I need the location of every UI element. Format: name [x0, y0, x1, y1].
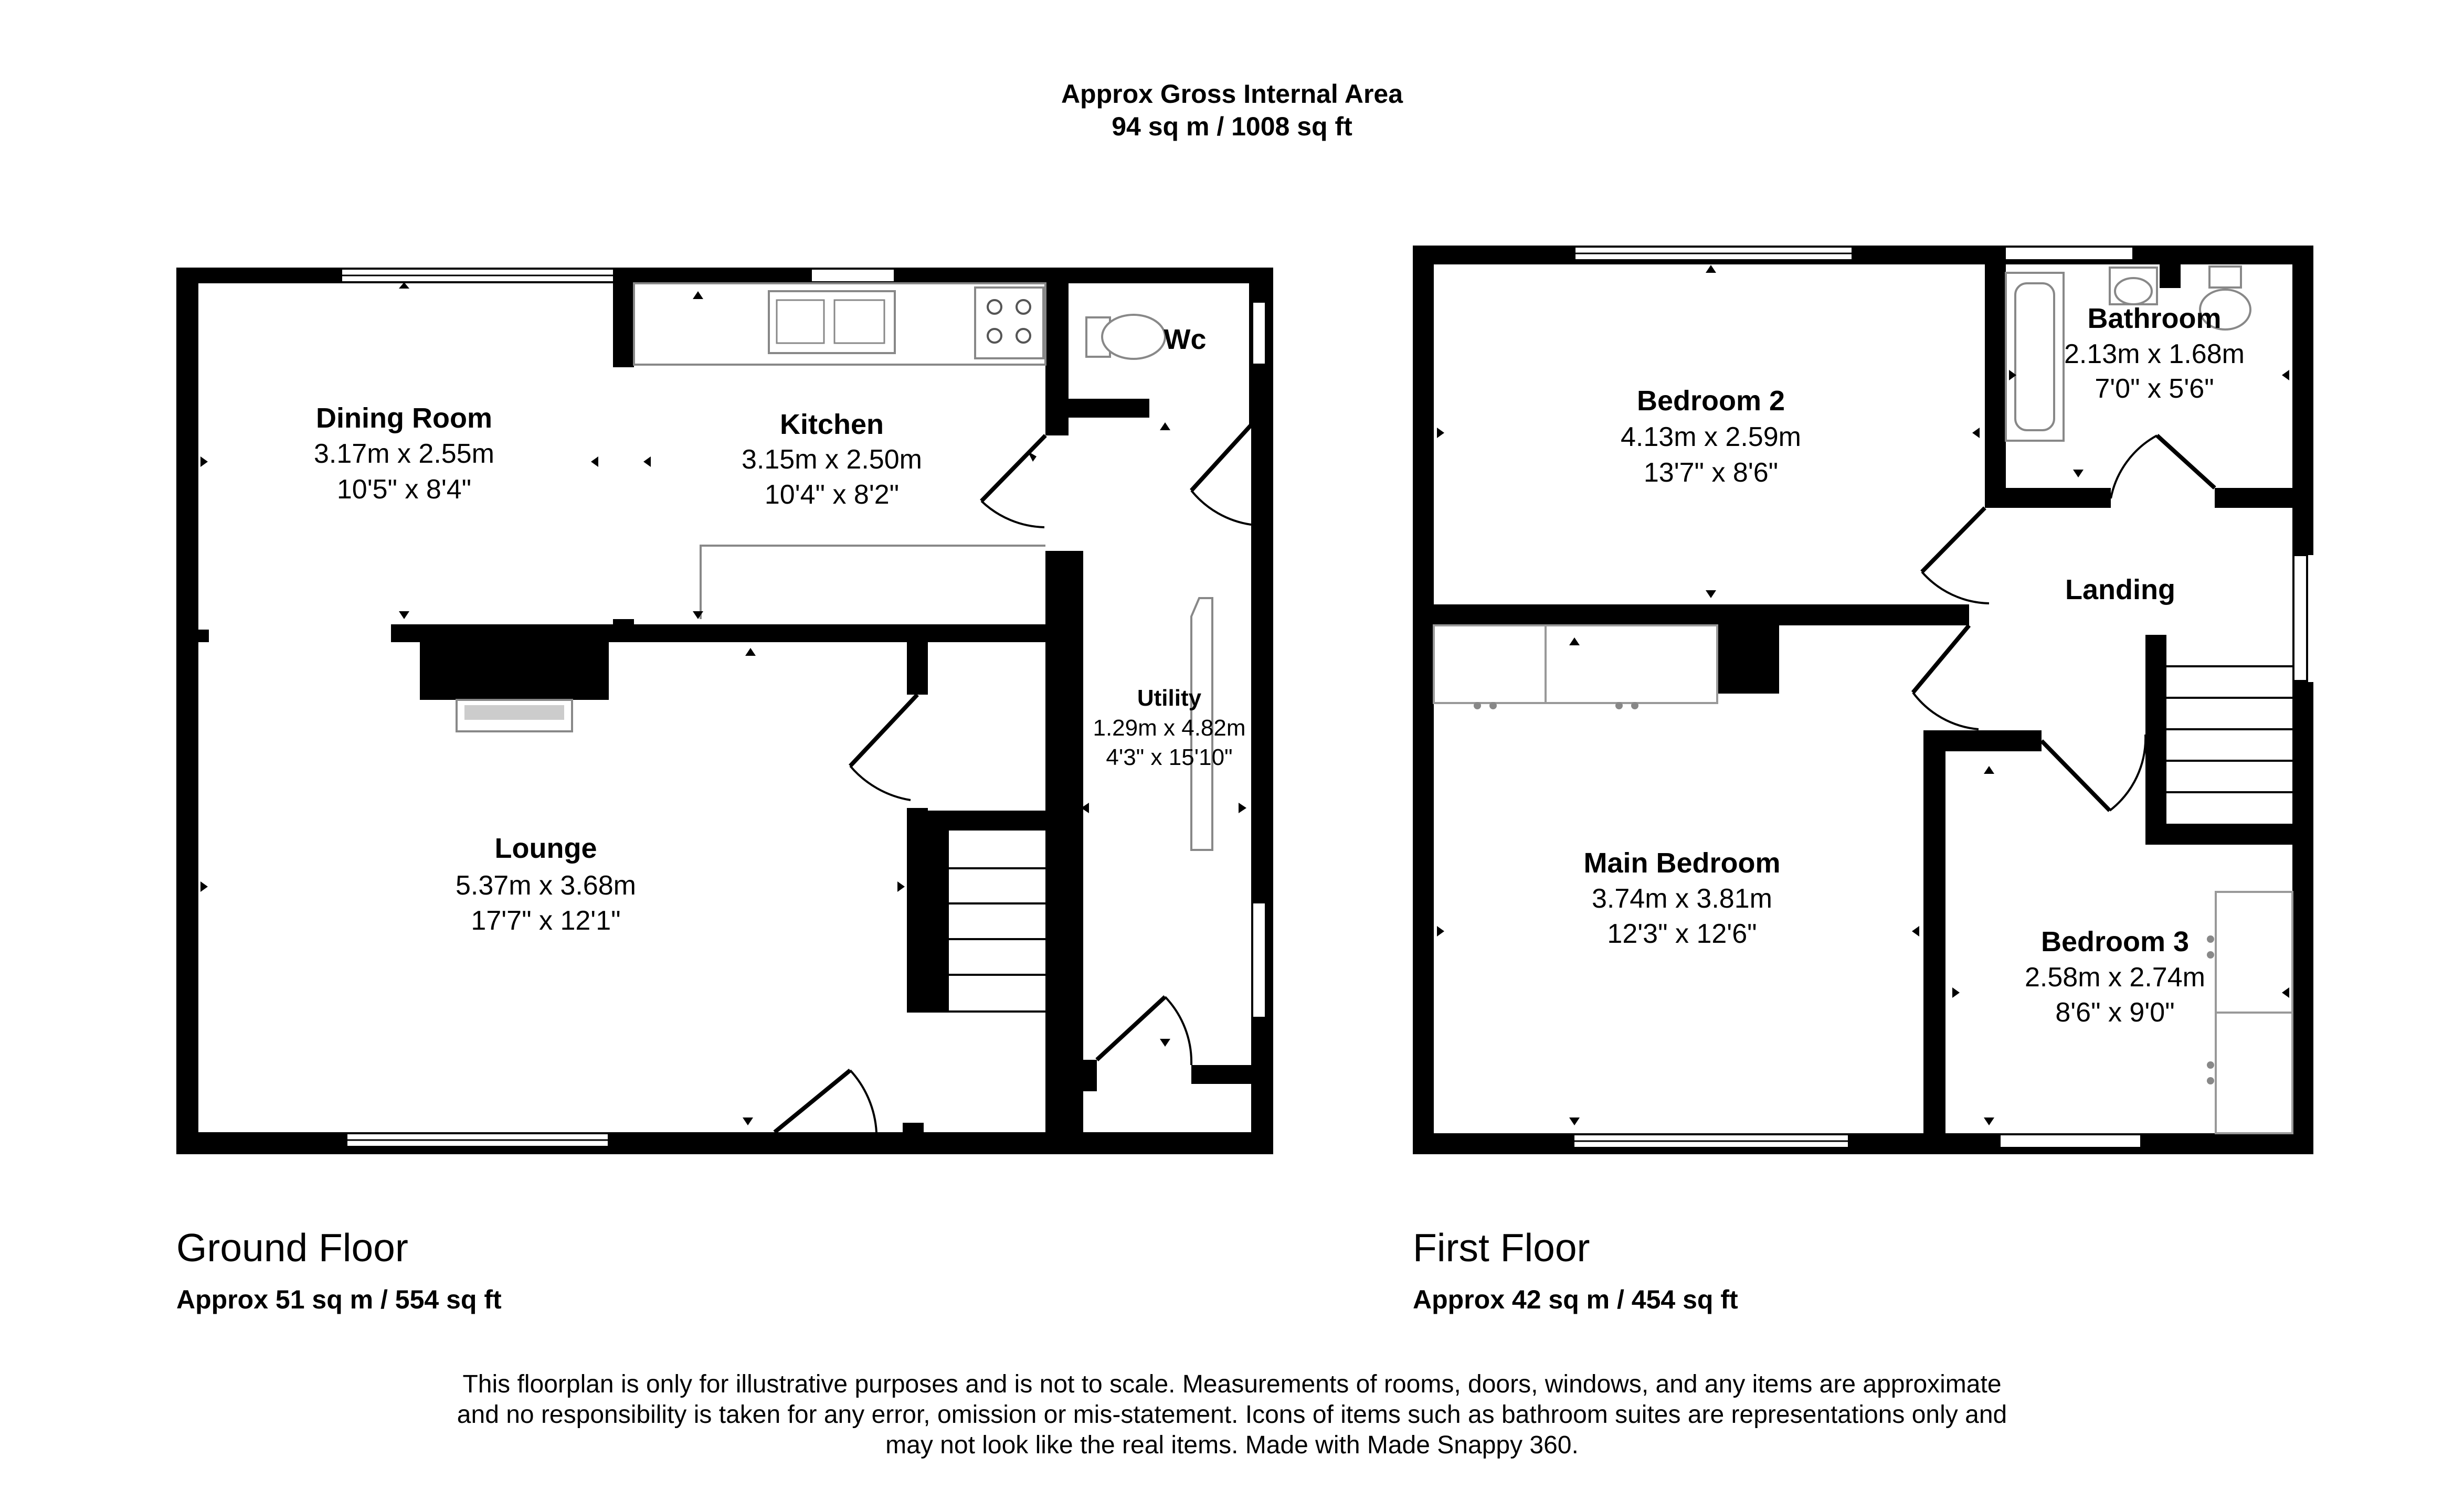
utility-metric: 1.29m x 4.82m — [1093, 715, 1245, 741]
main-bedroom-imperial: 12'3" x 12'6" — [1607, 919, 1757, 949]
disclaimer-line-3: may not look like the real items. Made w… — [885, 1431, 1579, 1459]
main-bedroom-wardrobes — [1433, 624, 2293, 1134]
utility-worktop — [1190, 597, 1213, 851]
ground-floor-walls — [176, 268, 1273, 1154]
first-floor-area: Approx 42 sq m / 454 sq ft — [1413, 1285, 1738, 1314]
wc-name: Wc — [1164, 324, 1207, 355]
dining-room-imperial: 10'5" x 8'4" — [337, 474, 471, 505]
first-floor-windows — [1572, 246, 2308, 1149]
bathroom-name: Bathroom — [2088, 303, 2222, 334]
main-bedroom-name: Main Bedroom — [1583, 847, 1780, 879]
wardrobe-handles — [1474, 702, 2214, 1084]
kitchen-name: Kitchen — [780, 409, 884, 440]
first-floor-title: First Floor — [1413, 1226, 1590, 1270]
disclaimer-line-1: This floorplan is only for illustrative … — [462, 1370, 2002, 1398]
ground-floor-windows — [340, 268, 1267, 1148]
bathroom-imperial: 7'0" x 5'6" — [2095, 374, 2214, 404]
first-floor-dimension-arrows — [1437, 265, 2289, 1125]
bedroom2-name: Bedroom 2 — [1637, 385, 1785, 417]
lounge-imperial: 17'7" x 12'1" — [471, 906, 620, 936]
ground-floor-dimension-arrows — [200, 282, 1246, 1125]
utility-imperial: 4'3" x 15'10" — [1106, 744, 1232, 770]
first-floor-doors — [1911, 434, 2216, 812]
wc-toilet — [1085, 314, 1166, 360]
first-floor-plan: Bedroom 2 4.13m x 2.59m 13'7" x 8'6" Bat… — [1413, 246, 2313, 1154]
disclaimer-line-2: and no responsibility is taken for any e… — [457, 1401, 2007, 1429]
gross-area-value: 94 sq m / 1008 sq ft — [1112, 112, 1352, 141]
ground-floor-doors — [773, 423, 1253, 1134]
bedroom2-metric: 4.13m x 2.59m — [1621, 422, 1801, 452]
dining-room-metric: 3.17m x 2.55m — [314, 439, 494, 469]
bedroom2-imperial: 13'7" x 8'6" — [1644, 457, 1778, 488]
lounge-name: Lounge — [495, 833, 597, 864]
ground-floor-area: Approx 51 sq m / 554 sq ft — [176, 1285, 502, 1314]
bedroom3-name: Bedroom 3 — [2041, 926, 2189, 957]
first-floor-stairs — [2166, 665, 2292, 793]
bathroom-fixtures — [2005, 265, 2251, 442]
ground-floor-title: Ground Floor — [176, 1226, 408, 1270]
dining-room-name: Dining Room — [316, 402, 492, 434]
ground-floor-plan: Dining Room 3.17m x 2.55m 10'5" x 8'4" K… — [176, 268, 1273, 1154]
bedroom3-metric: 2.58m x 2.74m — [2025, 962, 2205, 993]
gross-area-title: Approx Gross Internal Area — [1061, 79, 1403, 109]
kitchen-metric: 3.15m x 2.50m — [742, 444, 922, 475]
kitchen-fixtures — [456, 282, 1046, 732]
ground-floor-stairs — [928, 811, 1048, 1013]
main-bedroom-metric: 3.74m x 3.81m — [1592, 884, 1772, 914]
utility-name: Utility — [1137, 685, 1202, 711]
kitchen-imperial: 10'4" x 8'2" — [765, 480, 899, 510]
landing-name: Landing — [2065, 574, 2175, 605]
lounge-metric: 5.37m x 3.68m — [456, 870, 636, 901]
first-floor-walls — [1413, 246, 2313, 1154]
bedroom3-imperial: 8'6" x 9'0" — [2055, 997, 2174, 1028]
bathroom-metric: 2.13m x 1.68m — [2064, 339, 2245, 369]
